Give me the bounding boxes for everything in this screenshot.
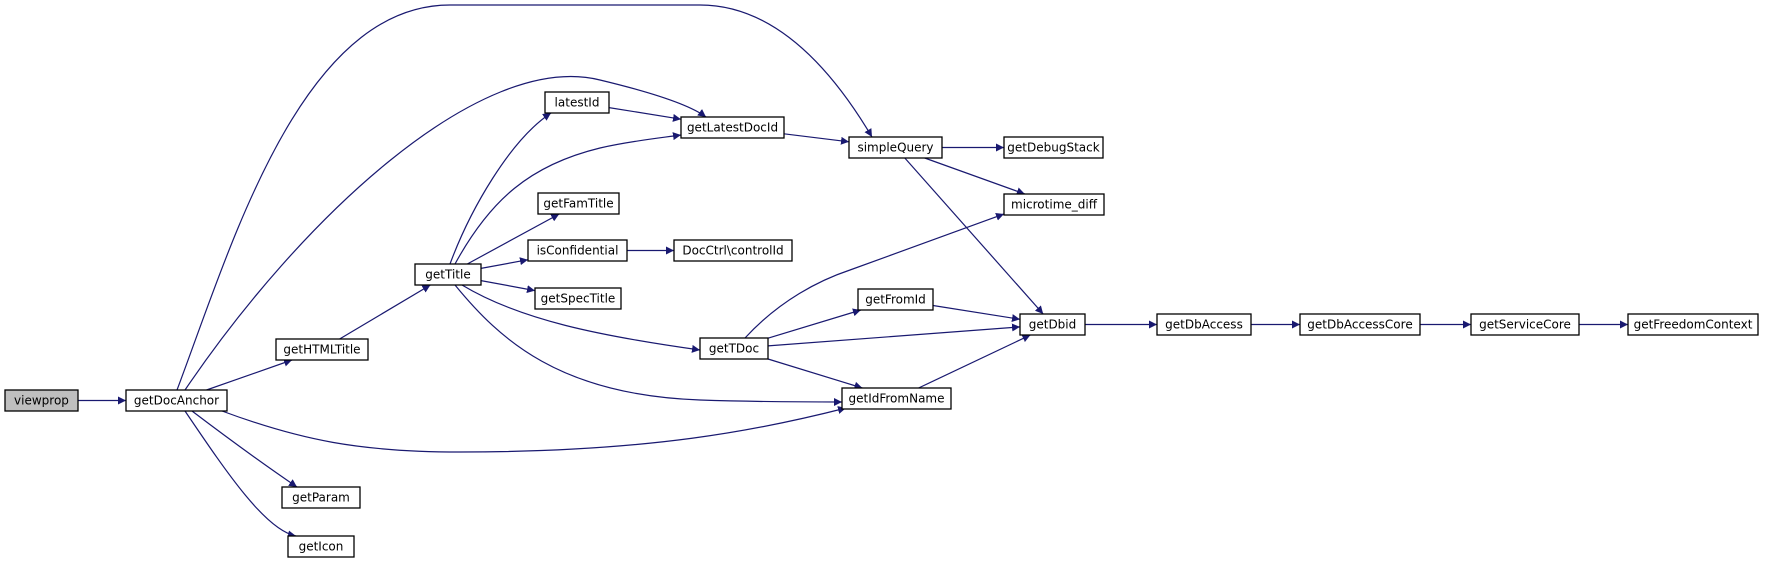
node-box — [848, 136, 943, 159]
edge-getHTMLTitle-to-getTitle — [339, 284, 431, 340]
node-label: isConfidential — [537, 244, 619, 258]
edge-getDocAnchor-to-simpleQuery — [176, 4, 873, 391]
node-label: getFamTitle — [543, 197, 613, 211]
edge-simpleQuery-to-getDbid — [904, 157, 1044, 315]
node-box — [1019, 313, 1086, 336]
node-simpleQuery[interactable]: simpleQuery — [848, 136, 943, 159]
node-box — [527, 239, 628, 262]
node-label: getHTMLTitle — [283, 343, 360, 357]
node-label: getFreedomContext — [1634, 318, 1753, 332]
edge-getTitle-to-getFamTitle — [467, 213, 560, 265]
node-getDocAnchor[interactable]: getDocAnchor — [125, 389, 228, 412]
edge-getDocAnchor-to-getParam — [191, 410, 298, 488]
edge-getTDoc-to-getDbid — [767, 323, 1021, 347]
edge-latestId-to-getLatestDocId — [608, 107, 682, 122]
node-getTDoc[interactable]: getTDoc — [699, 337, 769, 360]
node-viewprop[interactable]: viewprop — [4, 389, 79, 412]
node-getDbAccess[interactable]: getDbAccess — [1156, 313, 1252, 336]
node-label: getSpecTitle — [541, 292, 616, 306]
node-getHTMLTitle[interactable]: getHTMLTitle — [275, 338, 369, 361]
node-label: getParam — [292, 491, 350, 505]
edge-getDocAnchor-to-getHTMLTitle — [206, 358, 293, 391]
node-label: microtime_diff — [1011, 198, 1098, 212]
node-label: getIcon — [299, 540, 344, 554]
node-getDbAccessCore[interactable]: getDbAccessCore — [1299, 313, 1421, 336]
edge-getTitle-to-getLatestDocId — [454, 132, 682, 265]
node-latestId[interactable]: latestId — [544, 91, 610, 114]
edge-simpleQuery-to-microtime_diff — [924, 157, 1026, 196]
node-label: getTitle — [425, 268, 470, 282]
node-label: getFromId — [865, 293, 926, 307]
node-box — [1003, 136, 1104, 159]
node-box — [287, 535, 355, 558]
node-box — [1470, 313, 1580, 336]
node-microtime_diff[interactable]: microtime_diff — [1003, 193, 1105, 216]
edge-getDocAnchor-to-getIdFromName — [221, 406, 847, 453]
node-getParam[interactable]: getParam — [281, 486, 361, 509]
edges-layer — [78, 4, 1628, 539]
node-label: getDbAccess — [1165, 318, 1243, 332]
node-label: viewprop — [14, 394, 69, 408]
edge-getTDoc-to-getIdFromName — [767, 358, 863, 390]
node-label: getDbAccessCore — [1307, 318, 1412, 332]
node-label: latestId — [555, 96, 600, 110]
nodes-layer: viewprop getDocAnchor getHTMLTitle getParam… — [4, 91, 1759, 558]
node-box — [275, 338, 369, 361]
edge-getDocAnchor-to-getLatestDocId — [184, 75, 707, 391]
edge-getTitle-to-getTDoc — [461, 284, 701, 353]
node-label: getDbid — [1029, 318, 1077, 332]
node-getDbid[interactable]: getDbid — [1019, 313, 1086, 336]
node-box — [841, 387, 952, 410]
node-box — [699, 337, 769, 360]
node-getFromId[interactable]: getFromId — [857, 288, 934, 311]
node-label: getDebugStack — [1007, 141, 1099, 155]
node-DocCtrlControlId[interactable]: DocCtrl\controlId — [673, 239, 793, 262]
node-box — [1156, 313, 1252, 336]
node-getSpecTitle[interactable]: getSpecTitle — [534, 287, 622, 310]
node-getTitle[interactable]: getTitle — [414, 263, 482, 286]
node-box — [1003, 193, 1105, 216]
edge-getFromId-to-getDbid — [932, 304, 1021, 322]
node-label: getTDoc — [709, 342, 759, 356]
edge-getDocAnchor-to-getIcon — [184, 410, 297, 539]
node-label: getDocAnchor — [134, 394, 219, 408]
node-box — [1627, 313, 1759, 336]
node-box — [537, 192, 620, 215]
edge-getTitle-to-getIdFromName — [454, 284, 843, 406]
node-label: simpleQuery — [857, 141, 933, 155]
node-label: DocCtrl\controlId — [682, 244, 783, 258]
edge-getTitle-to-latestId — [449, 112, 552, 265]
node-getIcon[interactable]: getIcon — [287, 535, 355, 558]
node-box — [534, 287, 622, 310]
edge-getTDoc-to-getFromId — [767, 308, 862, 339]
node-box — [680, 116, 785, 139]
node-getServiceCore[interactable]: getServiceCore — [1470, 313, 1580, 336]
node-label: getLatestDocId — [687, 121, 778, 135]
edge-getTitle-to-isConfidential — [480, 257, 529, 269]
node-getFamTitle[interactable]: getFamTitle — [537, 192, 620, 215]
node-box — [281, 486, 361, 509]
node-label: getIdFromName — [849, 392, 945, 406]
edge-getTDoc-to-microtime_diff — [744, 212, 1005, 339]
node-getIdFromName[interactable]: getIdFromName — [841, 387, 952, 410]
edge-getLatestDocId-to-simpleQuery — [783, 133, 850, 145]
node-box — [414, 263, 482, 286]
node-getFreedomContext[interactable]: getFreedomContext — [1627, 313, 1759, 336]
node-box — [125, 389, 228, 412]
node-isConfidential[interactable]: isConfidential — [527, 239, 628, 262]
edge-getTitle-to-getSpecTitle — [480, 280, 536, 294]
node-box — [673, 239, 793, 262]
node-getLatestDocId[interactable]: getLatestDocId — [680, 116, 785, 139]
node-box — [4, 389, 79, 412]
edge-getIdFromName-to-getDbid — [918, 334, 1031, 389]
node-box — [1299, 313, 1421, 336]
node-getDebugStack[interactable]: getDebugStack — [1003, 136, 1104, 159]
node-box — [544, 91, 610, 114]
node-label: getServiceCore — [1479, 318, 1571, 332]
node-box — [857, 288, 934, 311]
